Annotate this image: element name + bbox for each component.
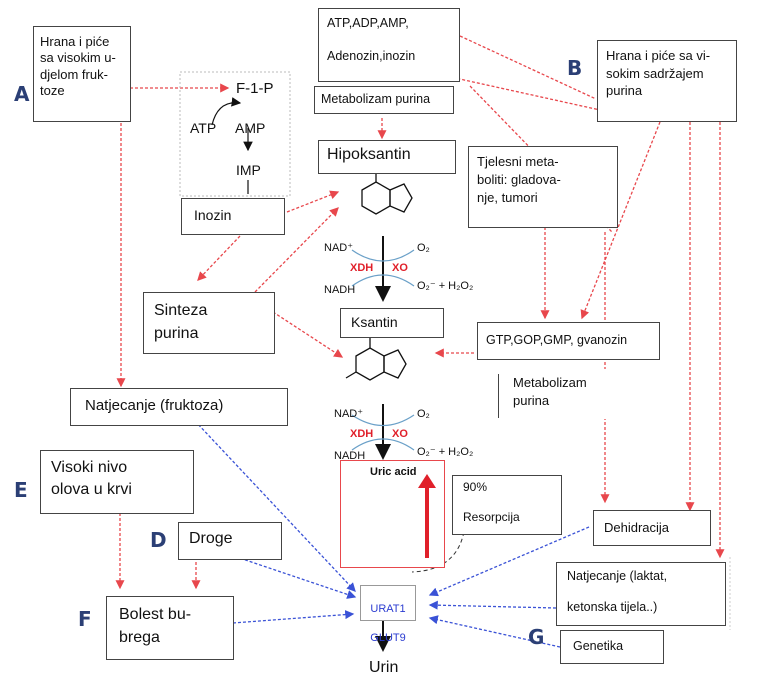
nad-label-1: NAD⁺ — [324, 242, 354, 254]
uric-acid-label: Uric acid — [370, 466, 417, 478]
nucleotides-box: ATP,ADP,AMP, Adenozin,inozin — [318, 8, 460, 82]
nadh-label-1: NADH — [324, 284, 356, 296]
guanine-nucleotides-box: GTP,GOP,GMP, gvanozin — [477, 322, 660, 360]
nad-label-2: NAD⁺ — [334, 408, 364, 420]
body-metabolites-box: Tjelesni meta- boliti: gladova- nje, tum… — [468, 146, 618, 228]
o2-products-label-2: O₂⁻ + H₂O₂ — [417, 446, 474, 458]
lead-box: Visoki nivo olova u krvi — [40, 450, 194, 514]
hypoxanthine-box: Hipoksantin — [318, 140, 456, 174]
metabolism-purine-top-box: Metabolizam purina — [314, 86, 454, 114]
xdh-label-1: XDH — [350, 262, 374, 274]
bracket-line — [498, 374, 499, 418]
urine-box: Urin — [358, 652, 430, 682]
drugs-box: Droge — [178, 522, 282, 560]
label-a: A — [14, 82, 30, 106]
purine-food-box: Hrana i piće sa vi- sokim sadržajem puri… — [597, 40, 737, 122]
fructose-food-box: Hrana i piće sa visokim u- djelom fruk- … — [33, 26, 131, 122]
fructose-competition-box: Natjecanje (fruktoza) — [70, 388, 288, 426]
resorption-box: 90% Resorpcija — [452, 475, 562, 535]
nadh-label-2: NADH — [334, 450, 366, 462]
o2-products-label-1: O₂⁻ + H₂O₂ — [417, 280, 474, 292]
xdh-label-2: XDH — [350, 428, 374, 440]
increase-arrow — [425, 480, 429, 558]
xo-label-1: XO — [392, 262, 408, 274]
genetics-box: Genetika — [560, 630, 664, 664]
metabolism-purine-bottom-box: Metabolizam purina — [502, 369, 622, 419]
inosine-box: Inozin — [181, 198, 285, 235]
lactate-competition-box: Natjecanje (laktat, ketonska tijela..) — [556, 562, 726, 626]
label-b: B — [567, 56, 583, 80]
increase-arrow-head — [418, 474, 436, 488]
glut9-label: GLUT9 — [370, 631, 406, 644]
xo-label-2: XO — [392, 428, 408, 440]
urat1-glut9-box: URAT1 GLUT9 — [360, 585, 416, 644]
urat1-label: URAT1 — [370, 603, 406, 616]
o2-label-1: O₂ — [417, 242, 430, 254]
imp-label: IMP — [236, 162, 261, 178]
xanthine-box: Ksantin — [340, 308, 444, 338]
o2-label-2: O₂ — [417, 408, 430, 420]
label-g: G — [528, 625, 545, 649]
f1p-label: F-1-P — [236, 80, 274, 97]
atp-label: ATP — [190, 120, 217, 136]
dehydration-box: Dehidracija — [593, 510, 711, 546]
label-d: D — [150, 528, 167, 552]
purine-synthesis-box: Sinteza purina — [143, 292, 275, 354]
label-e: E — [14, 478, 28, 502]
amp-label: AMP — [235, 120, 266, 136]
kidney-disease-box: Bolest bu- brega — [106, 596, 234, 660]
label-f: F — [78, 607, 92, 631]
